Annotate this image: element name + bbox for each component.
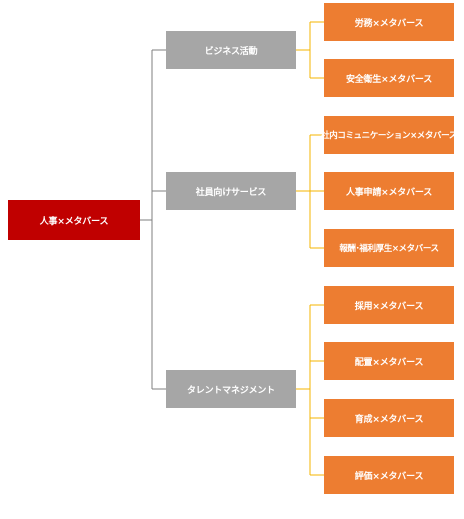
mid-node-employee-services: 社員向けサービス	[166, 172, 296, 210]
leaf-node-recruitment: 採用×メタバース	[324, 286, 454, 324]
leaf-node-internal-communication: 社内コミュニケーション×メタバース	[321, 116, 457, 154]
root-connectors	[140, 49, 166, 390]
leaf-node-placement: 配置×メタバース	[324, 342, 454, 380]
leaf-node-evaluation: 評価×メタバース	[324, 456, 454, 494]
mid-node-business-activities: ビジネス活動	[166, 31, 296, 69]
mid-node-talent-management: タレントマネジメント	[166, 370, 296, 408]
leaf-connectors	[296, 21, 324, 476]
leaf-node-compensation-benefits: 報酬･福利厚生×メタバース	[324, 229, 454, 267]
leaf-node-hr-application: 人事申請×メタバース	[324, 172, 454, 210]
leaf-node-health-safety: 安全衛生×メタバース	[324, 59, 454, 97]
leaf-node-development: 育成×メタバース	[324, 399, 454, 437]
leaf-node-labor: 労務×メタバース	[324, 3, 454, 41]
root-node: 人事×メタバース	[8, 200, 140, 240]
